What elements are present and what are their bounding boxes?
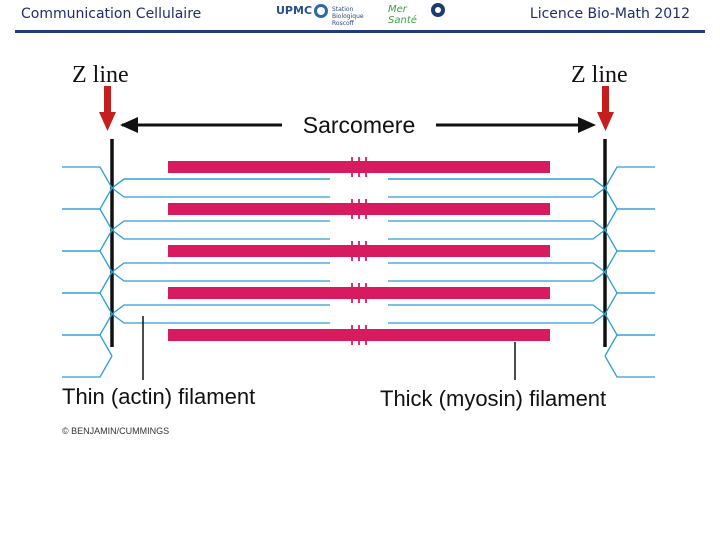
thin-filament-left-outer: [62, 208, 113, 231]
upmc-logo-text: UPMC: [276, 4, 313, 17]
thin-filament-left-outer: [62, 250, 113, 273]
thin-filament-left-inner: [111, 262, 330, 273]
thin-filament-left-outer: [62, 166, 113, 189]
upmc-logo: UPMC: [276, 4, 313, 17]
thin-filament-left-outer: [62, 313, 113, 336]
thin-filaments: [62, 166, 655, 378]
z-line-right-label: Z line: [571, 62, 628, 88]
thin-filament-right-inner: [388, 220, 606, 231]
copyright-credit: © BENJAMIN/CUMMINGS: [62, 426, 169, 436]
thin-filament-left-inner: [111, 187, 330, 198]
station-emblem-icon: [314, 4, 328, 18]
thin-filament-right-inner: [388, 178, 606, 189]
z-line-left-arrow-icon: [99, 86, 116, 131]
thin-filament-left-outer: [62, 334, 113, 357]
thin-filament-right-outer: [604, 187, 655, 210]
thin-filament-right-inner: [388, 178, 606, 189]
thin-filament-right-outer: [604, 355, 655, 378]
mer-sante-logo: Mer Santé: [388, 4, 417, 26]
thin-filament-left-inner: [111, 271, 330, 282]
thin-filament-left-inner: [111, 229, 330, 240]
thin-filament-left-inner: [111, 178, 330, 189]
thin-filament-right-inner: [388, 229, 606, 240]
thin-filament-right-outer: [604, 271, 655, 294]
thin-filament-right-outer: [604, 313, 655, 336]
thin-filament-right-inner: [388, 313, 606, 324]
station-logo: [313, 3, 329, 21]
thin-filament-right-outer: [604, 208, 655, 231]
header-divider: [15, 30, 705, 33]
partner-emblem-icon: [431, 3, 445, 17]
z-line-right-arrow-icon: [597, 86, 614, 131]
thin-filament-right-outer: [604, 166, 655, 189]
station-logo-text: Station Biologique Roscoff: [332, 6, 364, 27]
thick-filaments: [168, 157, 550, 345]
thin-filament-right-outer: [604, 334, 655, 357]
thin-filament-left-inner: [111, 220, 330, 231]
sarcomere-arrow: [120, 117, 596, 133]
sarcomere-label: Sarcomere: [303, 112, 415, 138]
thin-filament-right-outer: [604, 292, 655, 315]
thin-filament-left-inner: [111, 178, 330, 189]
thin-filament-right-inner: [388, 271, 606, 282]
thin-filament-left-inner: [111, 304, 330, 315]
thin-filament-left-outer: [62, 229, 113, 252]
thin-filament-right-outer: [604, 229, 655, 252]
thin-filament-left-outer: [62, 187, 113, 210]
thin-filament-right-outer: [604, 250, 655, 273]
course-subtitle: Licence Bio-Math 2012: [529, 6, 690, 22]
course-title: Communication Cellulaire: [21, 6, 202, 22]
thin-filament-left-outer: [62, 271, 113, 294]
thin-filament-label: Thin (actin) filament: [62, 384, 255, 409]
z-line-left-label: Z line: [72, 62, 129, 88]
thin-filament-left-outer: [62, 355, 113, 378]
thin-filament-left-inner: [111, 313, 330, 324]
thin-filament-right-inner: [388, 262, 606, 273]
thin-filament-right-inner: [388, 304, 606, 315]
thin-filament-left-outer: [62, 292, 113, 315]
slide-header: Communication Cellulaire UPMC Station Bi…: [0, 0, 720, 34]
thick-filament-label: Thick (myosin) filament: [380, 386, 606, 411]
thin-filament-right-inner: [388, 187, 606, 198]
partner-logo: [430, 2, 446, 22]
